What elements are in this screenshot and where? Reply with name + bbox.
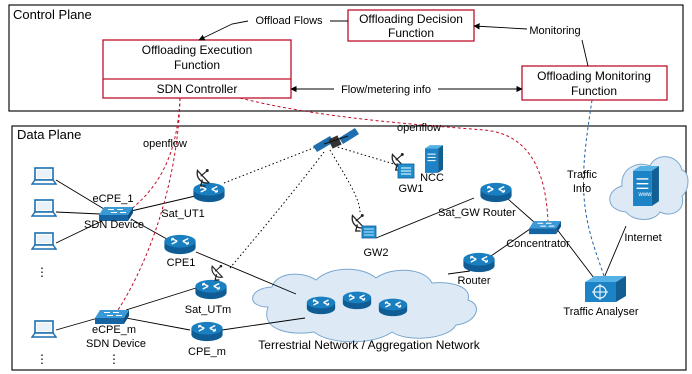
offloading-decision-box[interactable]: Offloading Decision Function bbox=[347, 9, 475, 42]
ncc-label: NCC bbox=[420, 172, 444, 184]
terrestrial-network-cloud bbox=[252, 268, 477, 343]
cpe-m-label: CPE_m bbox=[188, 346, 226, 358]
www-server-icon bbox=[632, 166, 660, 206]
data-plane-title: Data Plane bbox=[17, 127, 81, 142]
cpe1-label: CPE1 bbox=[167, 257, 196, 269]
more-devices-dots: ⋮ bbox=[108, 352, 120, 366]
internet-cloud[interactable]: www bbox=[609, 156, 689, 220]
sat-ut1-router-icon[interactable] bbox=[192, 182, 226, 203]
decision-label-line2: Function bbox=[388, 26, 434, 40]
monitoring-link-label: Monitoring bbox=[529, 25, 580, 37]
monitoring-arrow bbox=[474, 26, 589, 67]
more-devices-dots: ⋮ bbox=[36, 352, 48, 366]
cpe-m-router-icon[interactable] bbox=[190, 321, 224, 342]
traffic-analyser-icon[interactable] bbox=[585, 276, 626, 302]
traffic-info-line2: Info bbox=[573, 183, 591, 195]
traffic-info-link bbox=[582, 99, 605, 277]
laptop-icon[interactable] bbox=[31, 167, 57, 185]
router-icon[interactable] bbox=[462, 252, 496, 273]
sat-gw-router-icon[interactable] bbox=[479, 182, 513, 203]
monitoring-label-line1: Offloading Monitoring bbox=[537, 69, 651, 83]
more-devices-dots: ⋮ bbox=[36, 265, 48, 279]
gw1-label: GW1 bbox=[398, 183, 423, 195]
www-label: www bbox=[638, 192, 653, 198]
openflow-label-left: openflow bbox=[143, 138, 187, 150]
router-label: Router bbox=[457, 275, 490, 287]
laptop-icon[interactable] bbox=[31, 232, 57, 250]
sat-gw-router-label: Sat_GW Router bbox=[438, 207, 516, 219]
satellite-links bbox=[223, 145, 395, 269]
sat-utm-dish-icon bbox=[211, 264, 223, 281]
laptop-icon[interactable] bbox=[31, 320, 57, 338]
cpe1-router-icon[interactable] bbox=[163, 234, 197, 255]
monitoring-label-line2: Function bbox=[571, 84, 617, 98]
concentrator-label: Concentrator bbox=[506, 238, 570, 250]
openflow-label-right: openflow bbox=[397, 122, 441, 134]
gw2-label: GW2 bbox=[363, 247, 388, 259]
execution-label-line1: Offloading Execution bbox=[142, 43, 253, 57]
ecpem-label-line1: eCPE_m bbox=[92, 324, 136, 336]
sat-utm-label: Sat_UTm bbox=[185, 304, 231, 316]
offloading-monitoring-box[interactable]: Offloading Monitoring Function bbox=[521, 65, 668, 101]
ecpe1-label-line1: eCPE_1 bbox=[93, 193, 134, 205]
terrestrial-network-label: Terrestrial Network / Aggregation Networ… bbox=[258, 338, 480, 352]
openflow-links bbox=[117, 97, 549, 311]
traffic-analyser-label: Traffic Analyser bbox=[563, 306, 639, 318]
traffic-info-line1: Traffic bbox=[567, 169, 597, 181]
concentrator-switch-icon[interactable] bbox=[528, 220, 562, 235]
control-plane-title: Control Plane bbox=[13, 7, 92, 22]
data-plane-frame bbox=[11, 125, 687, 371]
flow-metering-label: Flow/metering info bbox=[341, 84, 431, 96]
sat-utm-router-icon[interactable] bbox=[194, 279, 228, 300]
execution-label-line2: Function bbox=[174, 58, 220, 72]
laptop-icon[interactable] bbox=[31, 199, 57, 217]
sdn-controller-label: SDN Controller bbox=[157, 82, 238, 96]
offload-flows-arrow bbox=[199, 20, 348, 40]
decision-label-line1: Offloading Decision bbox=[359, 12, 463, 26]
ecpem-label-line2: SDN Device bbox=[86, 338, 146, 350]
sat-ut1-label: Sat_UT1 bbox=[161, 208, 204, 220]
offloading-execution-box[interactable]: Offloading Execution Function SDN Contro… bbox=[102, 39, 292, 99]
offload-flows-label: Offload Flows bbox=[255, 15, 323, 27]
satellite-icon bbox=[313, 128, 359, 152]
ecpem-switch-icon[interactable] bbox=[94, 309, 130, 325]
internet-label: Internet bbox=[624, 232, 661, 244]
ecpe1-label-line2: SDN Device bbox=[84, 219, 144, 231]
ncc-server-icon[interactable] bbox=[425, 145, 443, 173]
